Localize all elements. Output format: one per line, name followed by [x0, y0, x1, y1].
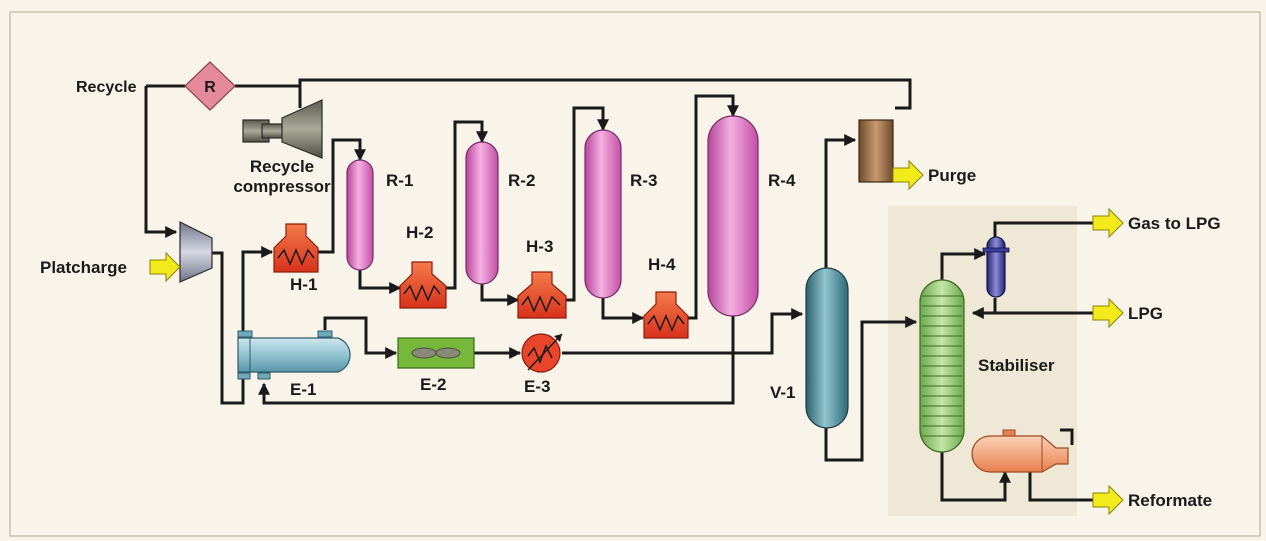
arrow-reformate: [1092, 484, 1124, 516]
reactor-r4: [707, 115, 759, 317]
label-e1: E-1: [290, 380, 316, 399]
cooler-e2: [397, 337, 475, 369]
label-e3: E-3: [524, 377, 550, 396]
arrow-lpg: [1092, 297, 1124, 329]
feed-mixer: [179, 221, 213, 283]
heater-h4: [643, 291, 689, 339]
heater-h2: [399, 261, 447, 309]
label-e2: E-2: [420, 375, 446, 394]
pipes: [144, 78, 1093, 502]
cooler-e3: [521, 333, 563, 373]
label-h1: H-1: [290, 275, 317, 294]
label-lpg: LPG: [1128, 304, 1163, 323]
reactor-r2: [465, 141, 499, 285]
label-recycle-compressor-1: Recycle: [250, 157, 314, 176]
label-h3: H-3: [526, 237, 553, 256]
reboiler: [971, 429, 1069, 473]
label-r2: R-2: [508, 171, 535, 190]
reactor-r1: [346, 159, 374, 271]
label-r1: R-1: [386, 171, 413, 190]
purge-drum: [858, 119, 894, 183]
recycle-compressor: [242, 99, 323, 159]
reactor-r3: [584, 129, 622, 299]
label-r3: R-3: [630, 171, 657, 190]
reflux-drum: [982, 236, 1010, 298]
label-gas-to-lpg: Gas to LPG: [1128, 214, 1221, 233]
label-recycle: Recycle: [76, 79, 137, 96]
separator-v1: [805, 267, 849, 429]
label-platcharge: Platcharge: [40, 258, 127, 277]
arrow-platcharge: [149, 251, 181, 283]
recycle-symbol-label: R: [204, 79, 216, 96]
label-h2: H-2: [406, 223, 433, 242]
exchanger-e1: [237, 330, 351, 380]
arrow-gas-to-lpg: [1092, 207, 1124, 239]
heater-h3: [517, 271, 567, 319]
label-v1: V-1: [770, 383, 796, 402]
stabiliser-column: [919, 279, 965, 453]
heater-h1: [273, 223, 319, 273]
label-h4: H-4: [648, 255, 676, 274]
arrow-purge: [892, 159, 924, 191]
label-reformate: Reformate: [1128, 491, 1212, 510]
recycle-symbol: R: [184, 61, 236, 111]
label-purge: Purge: [928, 166, 976, 185]
label-stabiliser: Stabiliser: [978, 356, 1055, 375]
label-recycle-compressor-2: compressor: [233, 177, 331, 196]
label-r4: R-4: [768, 171, 796, 190]
